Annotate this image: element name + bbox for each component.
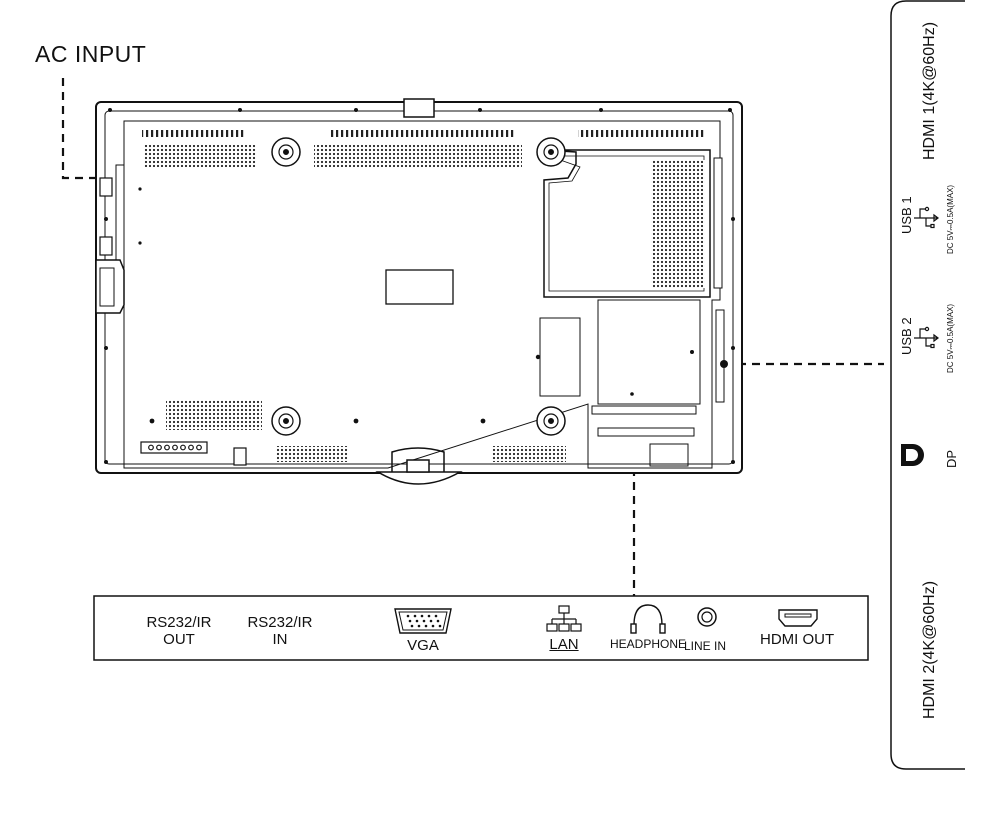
mesh-grilles — [144, 145, 566, 462]
leader-lines — [61, 78, 884, 596]
bottom-port-panel — [93, 595, 869, 661]
ac-socket — [99, 177, 113, 197]
headphone-icon — [630, 604, 666, 634]
stand-hook — [375, 447, 463, 485]
displayport-icon — [901, 444, 924, 466]
rs232-out-line2: OUT — [163, 630, 195, 648]
rs232-out-label: RS232/IR OUT — [140, 614, 218, 648]
line-in-jack-icon — [697, 607, 717, 627]
usb2-rating: DC 5V⎓0.5A(MAX) — [946, 303, 955, 373]
headphone-label: HEADPHONE — [610, 637, 687, 651]
line-in-label: LINE IN — [684, 639, 727, 653]
screws — [104, 108, 735, 464]
side-port-panel — [890, 0, 965, 770]
top-tab — [403, 98, 435, 118]
vga-connector-icon — [394, 608, 452, 634]
bottom-left-connectors — [140, 441, 247, 466]
rs232-out-line1: RS232/IR — [146, 614, 212, 631]
usb2-label: USB 2 — [899, 317, 914, 355]
usb1-label: USB 1 — [899, 196, 914, 234]
usb-icon — [914, 206, 939, 229]
vga-label: VGA — [407, 637, 439, 654]
usb1-rating: DC 5V⎓0.5A(MAX) — [946, 184, 955, 254]
lan-label: LAN — [549, 636, 579, 653]
hdmi1-label: HDMI 1(4K@60Hz) — [921, 21, 938, 160]
ac-input-leader — [61, 78, 116, 180]
rs232-in-line2: IN — [272, 630, 288, 648]
power-board-cover — [543, 149, 723, 298]
hdmi-out-label: HDMI OUT — [760, 631, 835, 648]
dp-label: DP — [944, 449, 959, 468]
usb-icon — [914, 326, 939, 349]
label-plate — [385, 269, 454, 305]
ac-input-label: AC INPUT — [35, 41, 147, 67]
power-switch — [99, 236, 113, 256]
rs232-in-line1: RS232/IR — [247, 614, 313, 631]
lan-network-icon — [546, 605, 582, 632]
hdmi2-label: HDMI 2(4K@60Hz) — [921, 580, 938, 719]
rs232-in-label: RS232/IR IN — [241, 614, 319, 648]
left-handle — [95, 259, 125, 314]
hdmi-port-icon — [778, 609, 818, 627]
vesa-mounts — [271, 137, 566, 436]
top-vents — [142, 130, 704, 137]
